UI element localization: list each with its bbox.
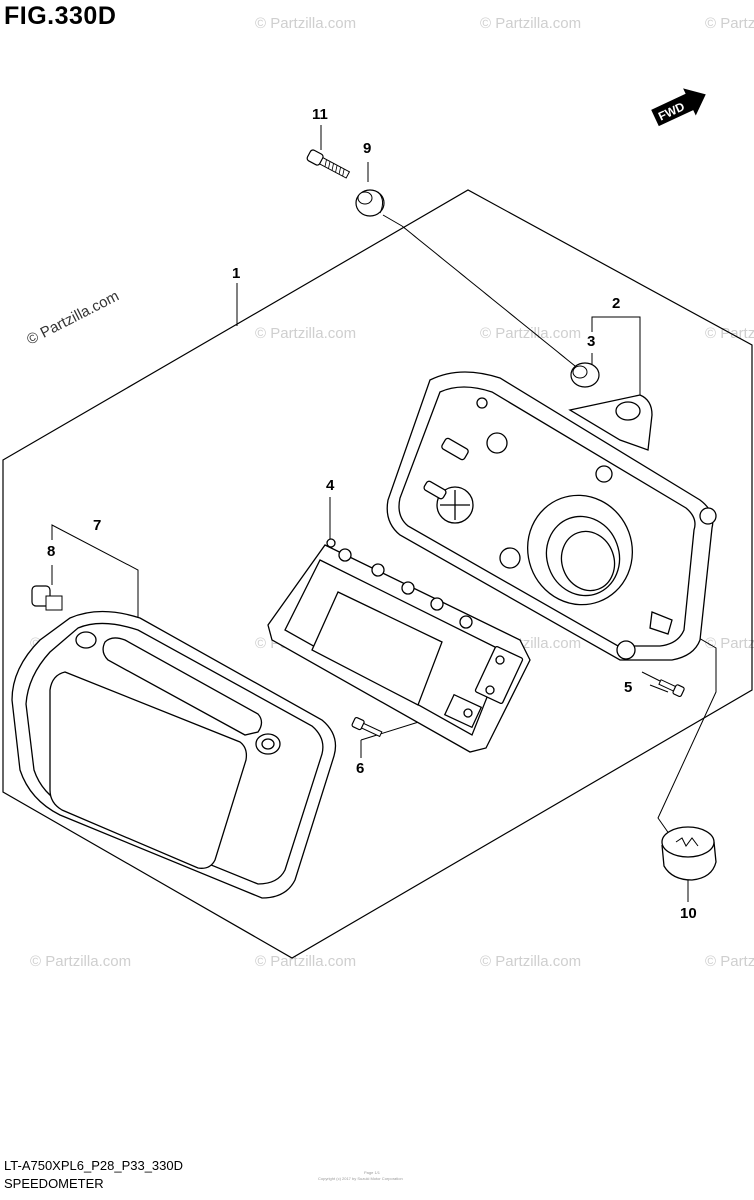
svg-text:© Partzilla.com: © Partzilla.com: [480, 15, 581, 32]
part-9-grommet: [355, 189, 385, 217]
svg-text:© Partzilla.com: © Partzilla.com: [705, 635, 754, 652]
callout-11: 11: [312, 106, 328, 123]
part-5-screw: [658, 679, 685, 698]
figure-title: FIG.330D: [4, 2, 117, 30]
model-code: LT-A750XPL6_P28_P33_330D: [4, 1158, 184, 1173]
callout-3: 3: [587, 333, 595, 350]
callout-10: 10: [680, 905, 697, 922]
part-2-rear-housing: [386, 371, 717, 661]
svg-text:© Partzilla.com: © Partzilla.com: [255, 325, 356, 342]
svg-text:© Partzilla.com: © Partzilla.com: [255, 15, 356, 32]
svg-text:© Partzilla.com: © Partzilla.com: [705, 325, 754, 342]
svg-text:© Partzilla.com: © Partzilla.com: [480, 325, 581, 342]
part-11-screw: [306, 149, 351, 179]
callout-9: 9: [363, 140, 371, 157]
part-3-grommet: [570, 362, 600, 388]
callout-numbers: 1 2 3 4 5 6 7 8 9 10 11: [47, 106, 697, 922]
svg-text:© Partzilla.com: © Partzilla.com: [480, 953, 581, 970]
part-7-front-bezel: [11, 610, 337, 899]
svg-text:© Partzilla.com: © Partzilla.com: [705, 15, 754, 32]
part-8-screw: [31, 585, 63, 611]
section-name: SPEEDOMETER: [4, 1176, 104, 1191]
callout-2: 2: [612, 295, 620, 312]
callout-4: 4: [326, 477, 335, 494]
callout-1: 1: [232, 265, 240, 282]
svg-text:© Partzilla.com: © Partzilla.com: [255, 953, 356, 970]
fine-print-copyright: Copyright (c) 2017 by Suzuki Motor Corpo…: [318, 1176, 403, 1181]
fwd-arrow-icon: FWD: [651, 88, 706, 127]
assembly-outline: [2, 189, 753, 959]
svg-text:© Partzilla.com: © Partzilla.com: [30, 953, 131, 970]
callout-7: 7: [93, 517, 101, 534]
callout-5: 5: [624, 679, 632, 696]
svg-text:© Partzilla.com: © Partzilla.com: [705, 953, 754, 970]
watermark-main: © Partzilla.com: [24, 288, 122, 349]
part-6-screw: [351, 716, 383, 738]
callout-8: 8: [47, 543, 55, 560]
part-4-circuit-board: [267, 538, 531, 753]
callout-6: 6: [356, 760, 364, 777]
fine-print-page: Page 1/1: [364, 1170, 381, 1175]
part-10-bulb: [661, 826, 717, 881]
